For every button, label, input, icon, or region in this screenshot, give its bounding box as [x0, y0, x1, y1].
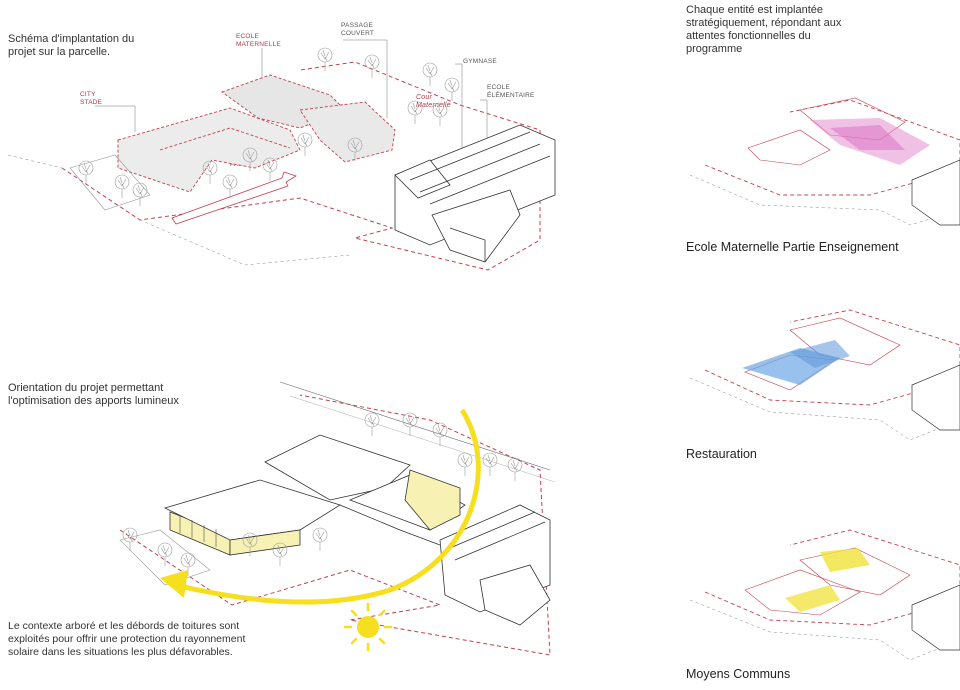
existing-school: [394, 124, 556, 263]
label-city-stade: CITY STADE: [80, 91, 103, 106]
solar-building: [163, 434, 466, 556]
label-ecole-maternelle: ECOLE MATERNELLE: [236, 33, 281, 48]
panel-ecole-maternelle: [689, 97, 960, 226]
orientation-title: Orientation du projet permettant l'optim…: [8, 382, 179, 407]
caption-restauration: Restauration: [686, 447, 757, 461]
sun-protection-note: Le contexte arboré et les débords de toi…: [8, 620, 246, 658]
caption-ecole-maternelle: Ecole Maternelle Partie Enseignement: [686, 240, 899, 254]
sun-icon: [343, 602, 393, 652]
programme-intro: Chaque entité est implantée stratégiquem…: [686, 4, 842, 55]
label-ecole-elementaire: ECOLE ÉLÉMENTAIRE: [487, 84, 535, 99]
implantation-title: Schéma d'implantation du projet sur la p…: [8, 33, 135, 58]
solar-orientation-plan: [119, 381, 556, 656]
caption-moyens-communs: Moyens Communs: [686, 667, 791, 681]
maternelle-building: [117, 74, 396, 193]
panel-moyens-communs: [689, 529, 960, 661]
label-gymnase: GYMNASE: [463, 58, 497, 65]
label-passage-couvert: PASSAGE COUVERT: [341, 22, 375, 37]
implantation-plan: [7, 39, 556, 271]
parcel-boundary: [61, 61, 541, 271]
sun-path-arc: [174, 408, 481, 605]
label-cour-maternelle: Cour Maternelle: [416, 94, 451, 109]
panel-restauration: [689, 309, 960, 441]
